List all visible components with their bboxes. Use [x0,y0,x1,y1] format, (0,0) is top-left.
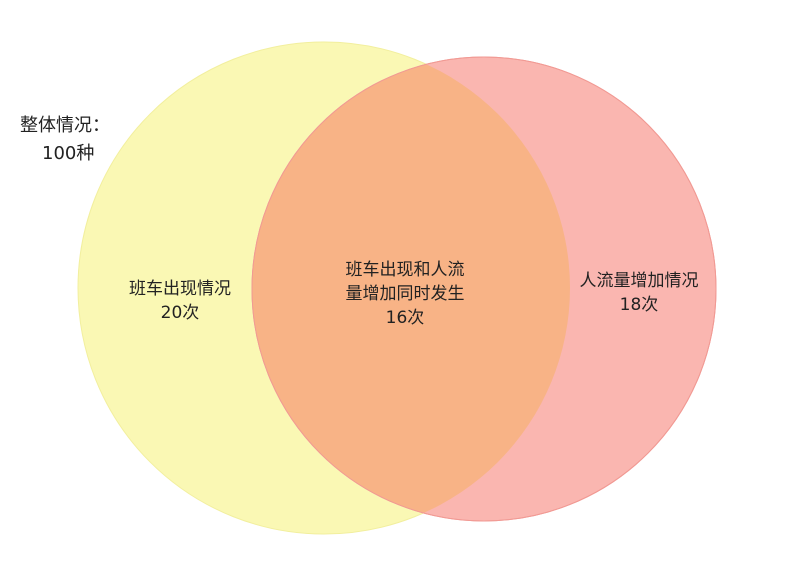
set-label-bus-name: 班车出现情况 [129,279,231,299]
summary-label: 整体情况： 100种 [20,112,110,168]
set-label-crowd-name: 人流量增加情况 [579,271,699,291]
intersection-region [252,57,570,521]
summary-title: 整体情况： [20,115,110,136]
summary-total: 100种 [42,143,95,164]
intersection-label-line2: 量增加同时发生 [345,284,465,304]
intersection-label-count: 16次 [385,308,425,328]
set-label-bus-count: 20次 [160,303,200,323]
set-label-crowd: 人流量增加情况 18次 [568,269,710,317]
set-label-crowd-count: 18次 [619,295,659,315]
intersection-label: 班车出现和人流 量增加同时发生 16次 [325,258,485,330]
intersection-label-line1: 班车出现和人流 [345,260,465,280]
crowd-circle-outline [251,56,717,522]
set-label-bus: 班车出现情况 20次 [120,277,240,325]
